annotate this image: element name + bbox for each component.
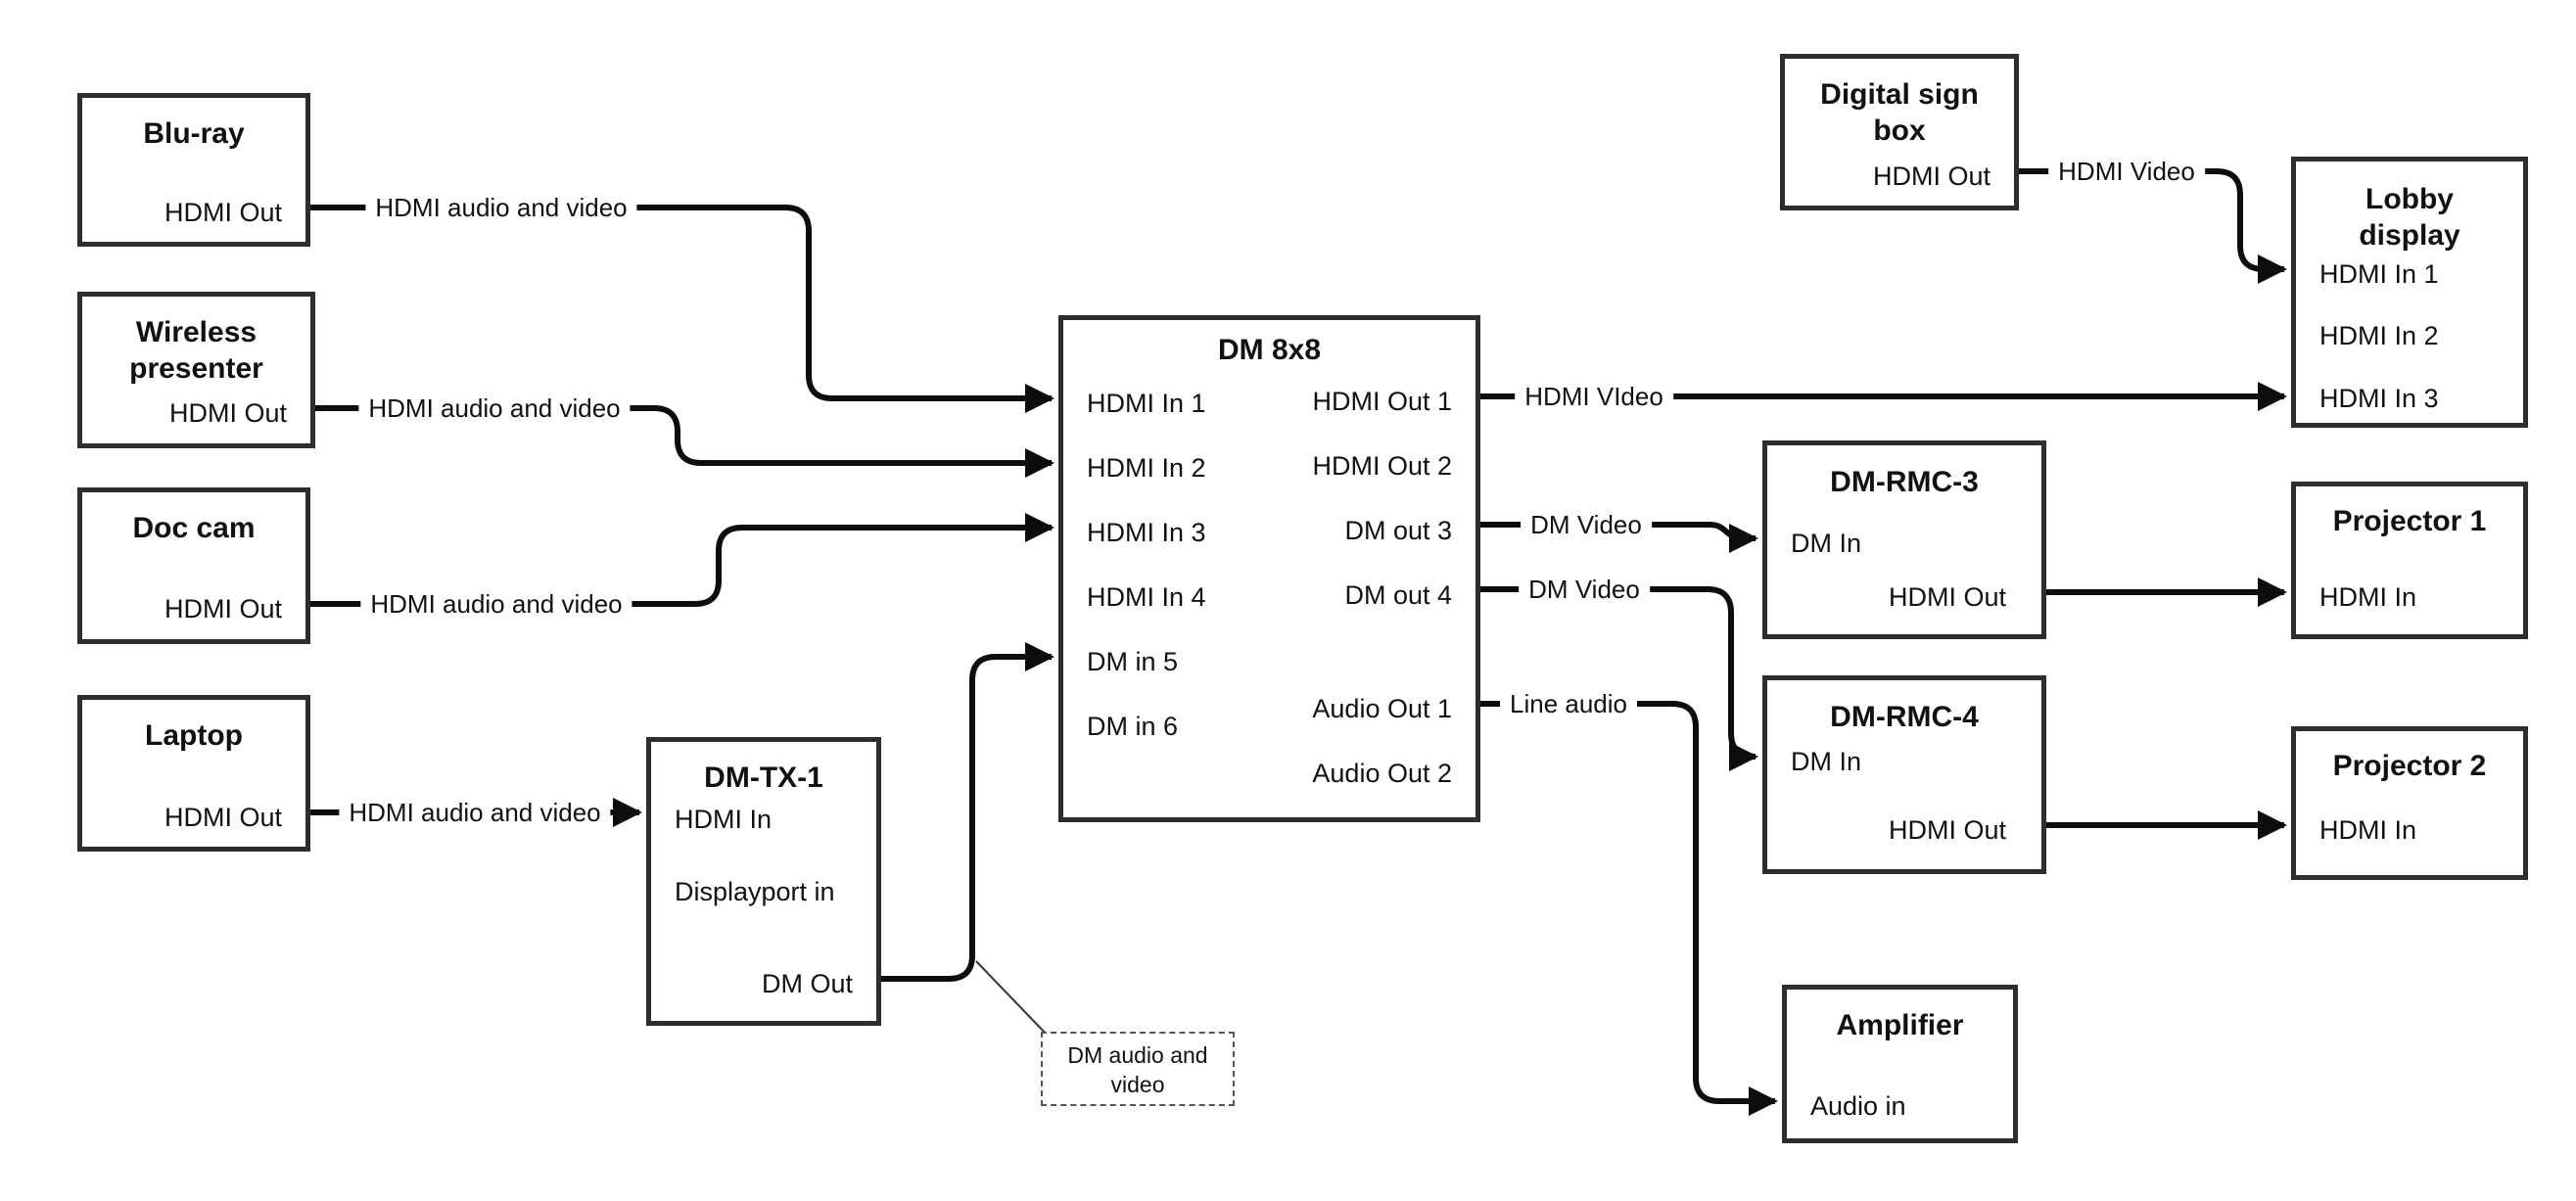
port-hdmi-in: HDMI In bbox=[2319, 582, 2417, 612]
cable-wireless-to-dm8x8-hdmi-in-2 bbox=[310, 405, 1054, 478]
cable-dmtx1-dm-out-to-dm8x8-dm-in-5 bbox=[880, 642, 1054, 982]
node-digital-sign-box: Digital sign box HDMI Out bbox=[1780, 54, 2019, 210]
node-title: DM 8x8 bbox=[1217, 334, 1322, 366]
port-hdmi-in-3: HDMI In 3 bbox=[1087, 518, 1206, 547]
node-title: Wireless bbox=[135, 316, 258, 348]
port-hdmi-in-2: HDMI In 2 bbox=[2319, 321, 2439, 350]
node-title: Projector 1 bbox=[2332, 505, 2487, 537]
port-dm-out: DM Out bbox=[761, 969, 853, 998]
node-amplifier: Amplifier Audio in bbox=[1782, 985, 2018, 1143]
port-audio-out-1: Audio Out 1 bbox=[1312, 694, 1452, 723]
node-title: DM-RMC-4 bbox=[1830, 701, 1979, 733]
node-dm-8x8: DM 8x8 HDMI In 1 HDMI In 2 HDMI In 3 HDM… bbox=[1058, 315, 1480, 822]
annotation-line: video bbox=[1110, 1072, 1165, 1097]
port-dm-in-6: DM in 6 bbox=[1087, 712, 1179, 741]
cable-dm8x8-audio-out-1-to-amplifier bbox=[1480, 701, 1778, 1116]
node-projector-1: Projector 1 HDMI In bbox=[2291, 482, 2528, 639]
cable-dm8x8-dm-out-3-to-dmrmc3-dm-in bbox=[1480, 522, 1758, 553]
node-title: Blu-ray bbox=[143, 117, 245, 150]
node-title: Doc cam bbox=[132, 512, 256, 544]
cable-label-dm-video-out3: DM Video bbox=[1521, 510, 1652, 539]
node-title: Amplifier bbox=[1836, 1009, 1964, 1041]
node-title: DM-TX-1 bbox=[704, 762, 823, 794]
node-bluray: Blu-ray HDMI Out bbox=[77, 93, 310, 247]
cable-label-hdmi-audio-and-video-bluray: HDMI audio and video bbox=[365, 193, 637, 222]
node-title: box bbox=[1873, 115, 1926, 147]
node-dm-tx-1: DM-TX-1 HDMI In Displayport in DM Out bbox=[646, 737, 881, 1026]
port-hdmi-out: HDMI Out bbox=[168, 398, 287, 428]
cable-doccam-to-dm8x8-hdmi-in-3 bbox=[310, 513, 1054, 607]
node-title: display bbox=[2359, 219, 2460, 252]
cable-bluray-to-dm8x8-hdmi-in-1 bbox=[310, 205, 1054, 413]
node-title: presenter bbox=[129, 352, 263, 385]
cable-label-hdmi-audio-and-video-laptop: HDMI audio and video bbox=[339, 798, 611, 827]
node-title: Projector 2 bbox=[2332, 750, 2487, 782]
port-hdmi-in: HDMI In bbox=[675, 805, 773, 834]
node-projector-2: Projector 2 HDMI In bbox=[2291, 726, 2528, 880]
port-hdmi-out: HDMI Out bbox=[164, 198, 282, 227]
cable-label-hdmi-audio-and-video-doccam: HDMI audio and video bbox=[360, 589, 632, 619]
port-hdmi-in-1: HDMI In 1 bbox=[1087, 389, 1206, 418]
port-hdmi-out: HDMI Out bbox=[1888, 815, 2006, 845]
port-dm-in-5: DM in 5 bbox=[1087, 647, 1179, 676]
node-title: DM-RMC-3 bbox=[1830, 466, 1979, 498]
port-hdmi-out: HDMI Out bbox=[164, 594, 282, 624]
port-hdmi-in-4: HDMI In 4 bbox=[1087, 582, 1206, 612]
cable-label-hdmi-video-digital-sign: HDMI Video bbox=[2048, 157, 2205, 186]
annotation-leader-line bbox=[975, 960, 1051, 1039]
node-lobby-display: Lobby display HDMI In 1 HDMI In 2 HDMI I… bbox=[2291, 157, 2528, 428]
port-hdmi-out: HDMI Out bbox=[1872, 162, 1991, 191]
node-laptop: Laptop HDMI Out bbox=[77, 695, 310, 852]
port-hdmi-in-2: HDMI In 2 bbox=[1087, 453, 1206, 483]
cable-label-dm-video-out4: DM Video bbox=[1519, 575, 1650, 604]
node-dm-rmc-3: DM-RMC-3 DM In HDMI Out bbox=[1762, 440, 2046, 639]
cable-digital-sign-to-lobby-hdmi-in-1 bbox=[2019, 168, 2287, 284]
annotation-dm-audio-and-video: DM audio and video bbox=[1041, 1032, 1235, 1106]
port-hdmi-in-1: HDMI In 1 bbox=[2319, 259, 2439, 289]
cable-label-line-audio: Line audio bbox=[1500, 689, 1637, 718]
port-hdmi-in: HDMI In bbox=[2319, 815, 2417, 845]
port-displayport-in: Displayport in bbox=[675, 877, 835, 906]
node-wireless-presenter: Wireless presenter HDMI Out bbox=[77, 292, 315, 448]
node-title: Laptop bbox=[145, 719, 243, 752]
port-audio-out-2: Audio Out 2 bbox=[1312, 759, 1452, 788]
node-title: Digital sign bbox=[1820, 78, 1979, 111]
port-dm-out-4: DM out 4 bbox=[1344, 580, 1452, 610]
port-hdmi-out-2: HDMI Out 2 bbox=[1312, 451, 1452, 481]
cable-dm8x8-dm-out-4-to-dmrmc4-dm-in bbox=[1480, 586, 1758, 771]
port-audio-in: Audio in bbox=[1810, 1091, 1906, 1121]
port-dm-in: DM In bbox=[1791, 747, 1862, 776]
node-dm-rmc-4: DM-RMC-4 DM In HDMI Out bbox=[1762, 675, 2046, 874]
node-title: Lobby bbox=[2365, 183, 2454, 215]
port-hdmi-in-3: HDMI In 3 bbox=[2319, 384, 2439, 413]
port-dm-in: DM In bbox=[1791, 529, 1862, 558]
cable-label-hdmi-audio-and-video-wireless: HDMI audio and video bbox=[358, 393, 631, 423]
node-doc-cam: Doc cam HDMI Out bbox=[77, 487, 310, 644]
cable-label-hdmi-video-out1: HDMI VIdeo bbox=[1515, 382, 1673, 411]
annotation-line: DM audio and bbox=[1067, 1042, 1208, 1068]
port-hdmi-out: HDMI Out bbox=[1888, 582, 2006, 612]
port-hdmi-out: HDMI Out bbox=[164, 803, 282, 832]
port-dm-out-3: DM out 3 bbox=[1344, 516, 1452, 545]
port-hdmi-out-1: HDMI Out 1 bbox=[1312, 387, 1452, 416]
